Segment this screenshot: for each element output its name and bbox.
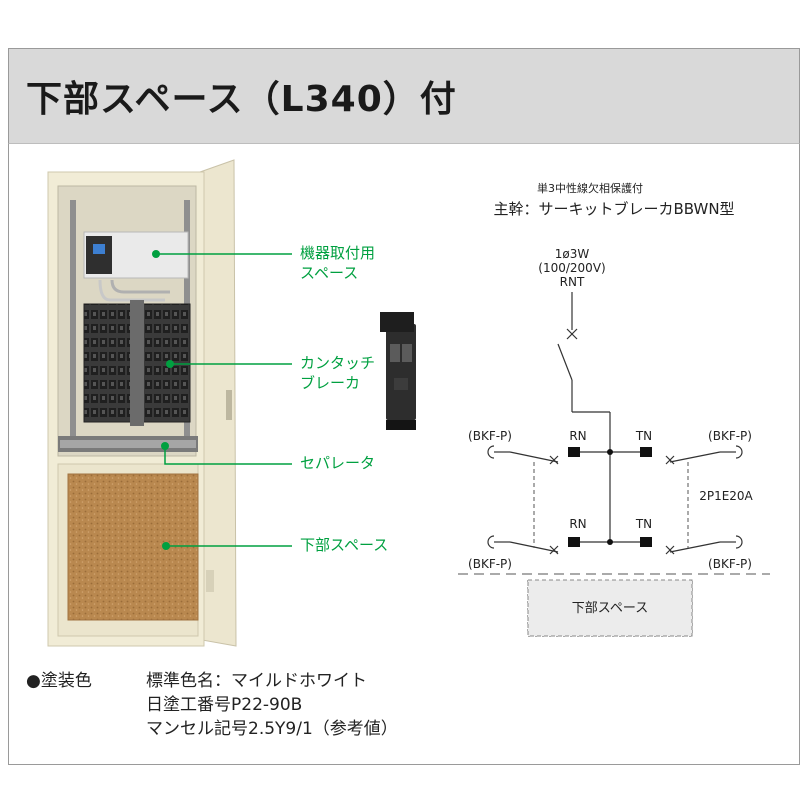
label-bkf-top-right: (BKF-P) <box>708 429 752 443</box>
schematic-terminals <box>568 447 652 547</box>
terminal-tn-bottom <box>640 537 652 547</box>
label-bkf-bottom-right: (BKF-P) <box>708 557 752 571</box>
label-bkf-top-left: (BKF-P) <box>468 429 512 443</box>
schematic-note: 単3中性線欠相保護付 <box>537 181 643 195</box>
supply-line3: RNT <box>560 275 585 289</box>
title-band <box>8 48 800 144</box>
supply-line1: 1ø3W <box>555 247 590 261</box>
label-tn-top: TN <box>635 429 652 443</box>
door-latch <box>226 390 232 420</box>
label-rn-top: RN <box>569 429 586 443</box>
lower-space-panel <box>67 473 199 621</box>
callouts <box>152 250 292 550</box>
label-bkf-bottom-left: (BKF-P) <box>468 557 512 571</box>
terminal-tn-top <box>640 447 652 457</box>
callout-breaker-line1: カンタッチ <box>300 354 375 372</box>
label-rn-bottom: RN <box>569 517 586 531</box>
label-tn-bottom: TN <box>635 517 652 531</box>
page-title: 下部スペース（L340）付 <box>26 79 457 120</box>
callout-lower-space: 下部スペース <box>300 536 388 554</box>
lower-space-box <box>527 579 693 637</box>
paint-line1: 標準色名：マイルドホワイト <box>146 671 367 691</box>
paint-bullet: ●塗装色 <box>26 671 92 691</box>
main-breaker-body <box>86 236 112 274</box>
callout-separator: セパレータ <box>300 454 375 472</box>
terminal-rn-top <box>568 447 580 457</box>
callout-equipment-line2: スペース <box>300 264 358 282</box>
callout-equipment-line1: 機器取付用 <box>300 244 375 262</box>
paint-line2: 日塗工番号P22-90B <box>146 695 303 715</box>
cabinet-illustration <box>47 159 237 647</box>
schematic-wiring <box>487 292 743 555</box>
label-branch-rating: 2P1E20A <box>699 489 753 503</box>
supply-line2: (100/200V) <box>538 261 605 275</box>
terminal-rn-bottom <box>568 537 580 547</box>
schematic-main-label: 主幹：サーキットブレーカBBWN型 <box>493 200 734 218</box>
breaker-unit-illustration <box>380 312 416 430</box>
label-lower-space-box: 下部スペース <box>572 601 648 616</box>
paint-line3: マンセル記号2.5Y9/1（参考値） <box>146 719 398 739</box>
callout-breaker-line2: ブレーカ <box>300 374 360 392</box>
